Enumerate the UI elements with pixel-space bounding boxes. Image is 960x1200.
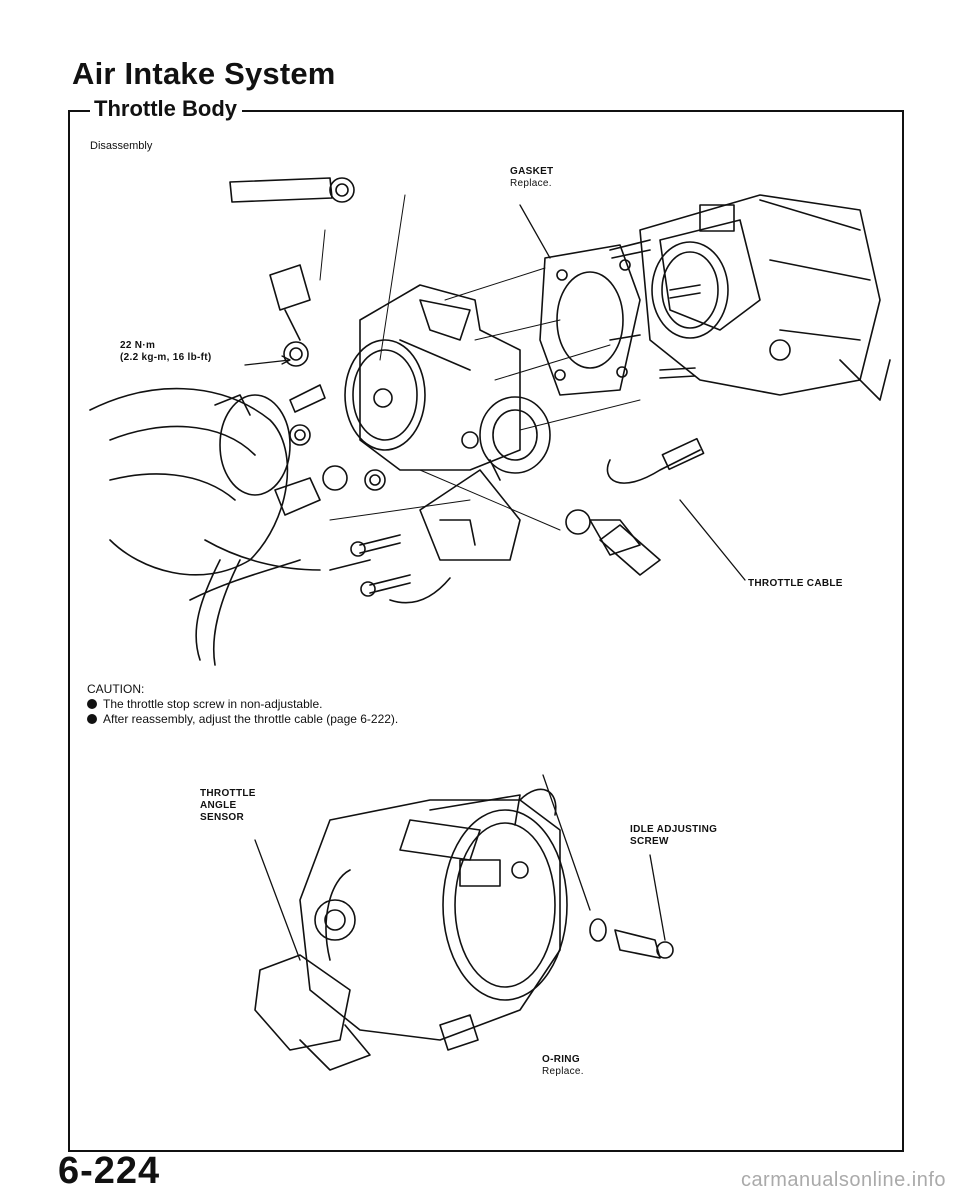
frame-top-left <box>68 110 90 112</box>
studs <box>609 239 701 379</box>
gasket <box>539 244 641 396</box>
tas-label-line2: ANGLE <box>200 800 237 811</box>
throttle-cable-label: THROTTLE CABLE <box>748 578 843 589</box>
caution-item-text: The throttle stop screw in non-adjustabl… <box>103 697 323 711</box>
page-title: Air Intake System <box>72 56 336 91</box>
tas-label-line3: SENSOR <box>200 812 245 823</box>
section-title: Throttle Body <box>92 96 239 122</box>
bullet-icon <box>87 714 97 724</box>
bullet-icon <box>87 699 97 709</box>
o-ring-label-note: Replace. <box>542 1066 584 1077</box>
throttle-cable-wire <box>389 437 705 604</box>
throttle-body-upper <box>344 284 551 561</box>
o-ring-label: O-RING Replace. <box>542 1054 584 1078</box>
page-number: 6-224 <box>58 1150 161 1192</box>
throttle-angle-sensor-label: THROTTLE ANGLE SENSOR <box>200 788 256 824</box>
ias-label-line2: SCREW <box>630 836 669 847</box>
frame-top-right <box>242 110 904 112</box>
frame-left-stub <box>68 110 70 122</box>
section-subtitle: Disassembly <box>90 140 153 152</box>
tas-label-line1: THROTTLE <box>200 788 256 799</box>
frame-right-stub <box>902 110 904 122</box>
throttle-body-assembled <box>254 788 674 1071</box>
torque-label-line1: 22 N·m <box>120 340 156 351</box>
idle-adjusting-screw-label: IDLE ADJUSTING SCREW <box>630 824 717 848</box>
torque-label-line2: (2.2 kg-m, 16 lb-ft) <box>120 352 212 363</box>
small-hoses <box>189 177 661 601</box>
o-ring-label-name: O-RING <box>542 1054 580 1065</box>
watermark: carmanualsonline.info <box>740 1169 946 1191</box>
guide-lines <box>319 194 641 531</box>
leader-lines <box>244 204 746 961</box>
caution-item-text: After reassembly, adjust the throttle ca… <box>103 712 399 726</box>
bolts <box>329 534 411 597</box>
caution-item: The throttle stop screw in non-adjustabl… <box>87 697 398 712</box>
torque-label: 22 N·m (2.2 kg-m, 16 lb-ft) <box>120 340 212 364</box>
intake-manifold <box>639 194 891 401</box>
section-frame <box>68 120 904 1152</box>
caution-block: CAUTION: The throttle stop screw in non-… <box>87 682 398 727</box>
caution-heading: CAUTION: <box>87 682 145 696</box>
intake-hose <box>89 387 291 666</box>
gasket-label: GASKET Replace. <box>510 166 553 190</box>
ias-label-line1: IDLE ADJUSTING <box>630 824 718 835</box>
gasket-label-name: GASKET <box>510 166 554 177</box>
caution-item: After reassembly, adjust the throttle ca… <box>87 712 398 727</box>
gasket-label-note: Replace. <box>510 178 552 189</box>
